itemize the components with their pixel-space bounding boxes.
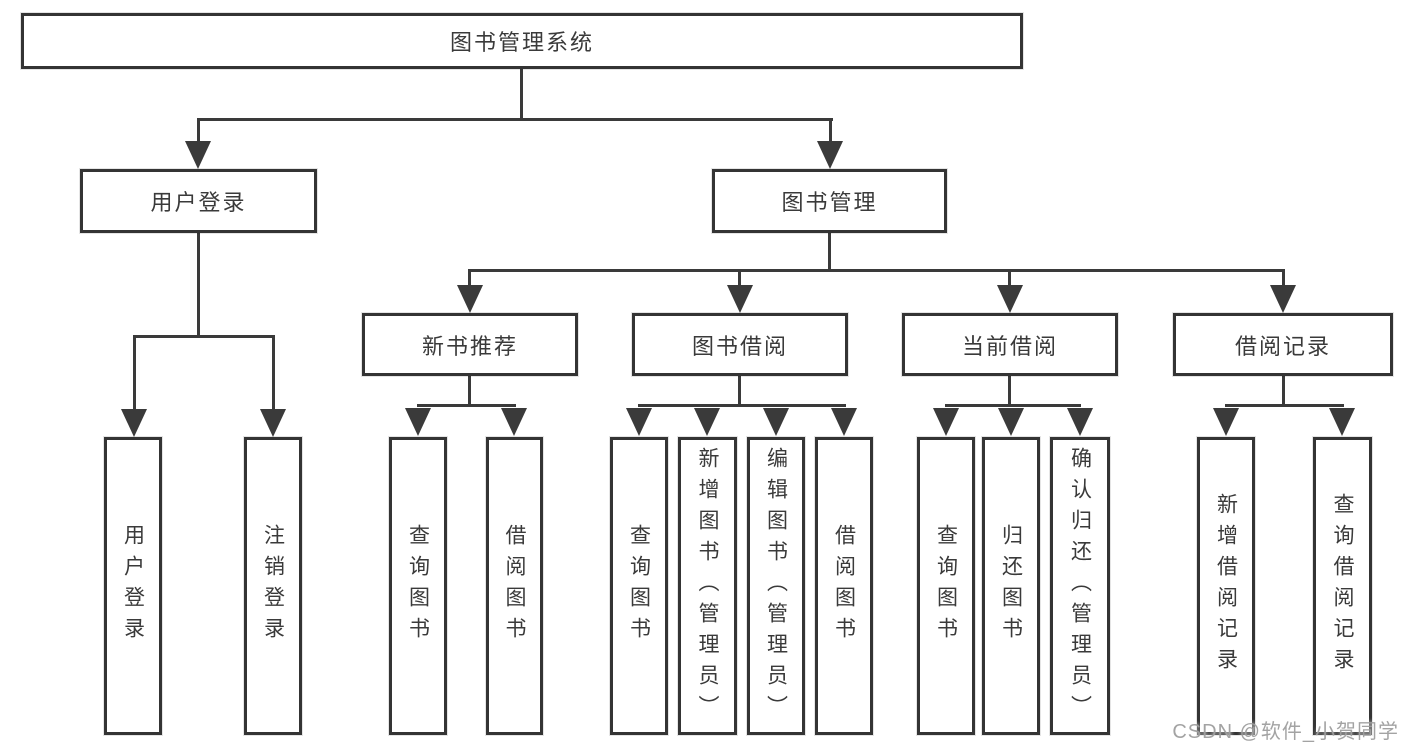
node-borrow-records-label: 借阅记录	[1234, 333, 1331, 359]
arrow-down-icon	[727, 285, 753, 313]
leaf-borrow-add-books-admin: 新增图书（管理员）	[678, 437, 737, 735]
node-root: 图书管理系统	[21, 13, 1023, 69]
arrow-down-icon	[121, 409, 147, 437]
arrow-down-icon	[1067, 408, 1093, 436]
connector-new-books-rail	[417, 404, 516, 407]
leaf-current-confirm-return-admin-label: 确认归还（管理员）	[1068, 446, 1092, 726]
connector-root-to-book-mgmt	[829, 118, 832, 144]
node-root-label: 图书管理系统	[449, 30, 594, 55]
arrow-down-icon	[763, 408, 789, 436]
leaf-records-add-record: 新增借阅记录	[1197, 437, 1255, 735]
arrow-down-icon	[817, 141, 843, 169]
arrow-down-icon	[626, 408, 652, 436]
leaf-records-add-record-label: 新增借阅记录	[1214, 493, 1238, 679]
arrow-down-icon	[1329, 408, 1355, 436]
leaf-current-return-books-label: 归还图书	[999, 524, 1023, 648]
leaf-borrow-edit-books-admin-label: 编辑图书（管理员）	[764, 446, 788, 726]
connector-to-book-borrow	[738, 269, 741, 287]
connector-to-borrow-records	[1282, 269, 1285, 287]
arrow-down-icon	[457, 285, 483, 313]
arrow-down-icon	[998, 408, 1024, 436]
connector-book-mgmt-rail	[468, 269, 1285, 272]
csdn-watermark: CSDN @软件_小贺同学	[1172, 721, 1399, 743]
connector-to-leaf-login	[133, 335, 136, 411]
connector-to-new-books	[468, 269, 471, 287]
node-book-management-label: 图书管理	[781, 190, 878, 215]
leaf-current-query-books-label: 查询图书	[934, 524, 958, 648]
node-current-borrow: 当前借阅	[902, 313, 1118, 376]
leaf-borrow-query-books: 查询图书	[610, 437, 668, 735]
node-borrow-records: 借阅记录	[1173, 313, 1393, 376]
connector-book-borrow-stem	[738, 374, 741, 406]
node-new-book-recommend-label: 新书推荐	[421, 333, 518, 359]
connector-user-login-stem	[197, 231, 200, 337]
connector-borrow-records-stem	[1282, 374, 1285, 406]
node-book-management: 图书管理	[712, 169, 947, 233]
arrow-down-icon	[1270, 285, 1296, 313]
leaf-logout-label: 注销登录	[261, 524, 285, 648]
node-book-borrow-label: 图书借阅	[691, 333, 788, 359]
arrow-down-icon	[501, 408, 527, 436]
node-user-login: 用户登录	[80, 169, 317, 233]
leaf-newbook-query-books: 查询图书	[389, 437, 447, 735]
arrow-down-icon	[185, 141, 211, 169]
leaf-borrow-edit-books-admin: 编辑图书（管理员）	[747, 437, 805, 735]
node-user-login-label: 用户登录	[150, 190, 247, 215]
leaf-newbook-query-books-label: 查询图书	[406, 524, 430, 648]
connector-borrow-records-rail	[1225, 404, 1344, 407]
node-book-borrow: 图书借阅	[632, 313, 848, 376]
leaf-newbook-borrow-books: 借阅图书	[486, 437, 543, 735]
connector-book-mgmt-stem	[828, 231, 831, 271]
arrow-down-icon	[1213, 408, 1239, 436]
arrow-down-icon	[933, 408, 959, 436]
connector-new-books-stem	[468, 374, 471, 406]
connector-current-borrow-rail	[945, 404, 1081, 407]
leaf-user-login: 用户登录	[104, 437, 162, 735]
connector-book-borrow-rail	[638, 404, 846, 407]
leaf-records-query-record-label: 查询借阅记录	[1331, 493, 1354, 679]
leaf-current-return-books: 归还图书	[982, 437, 1040, 735]
leaf-newbook-borrow-books-label: 借阅图书	[503, 524, 526, 648]
leaf-records-query-record: 查询借阅记录	[1313, 437, 1372, 735]
arrow-down-icon	[831, 408, 857, 436]
connector-to-leaf-logout	[272, 335, 275, 411]
leaf-current-query-books: 查询图书	[917, 437, 975, 735]
leaf-borrow-borrow-books: 借阅图书	[815, 437, 873, 735]
leaf-borrow-add-books-admin-label: 新增图书（管理员）	[696, 446, 719, 726]
connector-user-login-rail	[133, 335, 275, 338]
connector-current-borrow-stem	[1008, 374, 1011, 406]
leaf-borrow-borrow-books-label: 借阅图书	[832, 524, 856, 648]
connector-root-to-user-login	[197, 118, 200, 144]
connector-root-stem	[520, 66, 523, 120]
arrow-down-icon	[694, 408, 720, 436]
leaf-logout: 注销登录	[244, 437, 302, 735]
arrow-down-icon	[405, 408, 431, 436]
node-new-book-recommend: 新书推荐	[362, 313, 578, 376]
connector-to-current-borrow	[1008, 269, 1011, 287]
node-current-borrow-label: 当前借阅	[961, 333, 1058, 359]
connector-root-rail	[197, 118, 833, 121]
leaf-borrow-query-books-label: 查询图书	[627, 524, 651, 648]
leaf-user-login-label: 用户登录	[121, 524, 145, 648]
arrow-down-icon	[260, 409, 286, 437]
leaf-current-confirm-return-admin: 确认归还（管理员）	[1050, 437, 1110, 735]
arrow-down-icon	[997, 285, 1023, 313]
